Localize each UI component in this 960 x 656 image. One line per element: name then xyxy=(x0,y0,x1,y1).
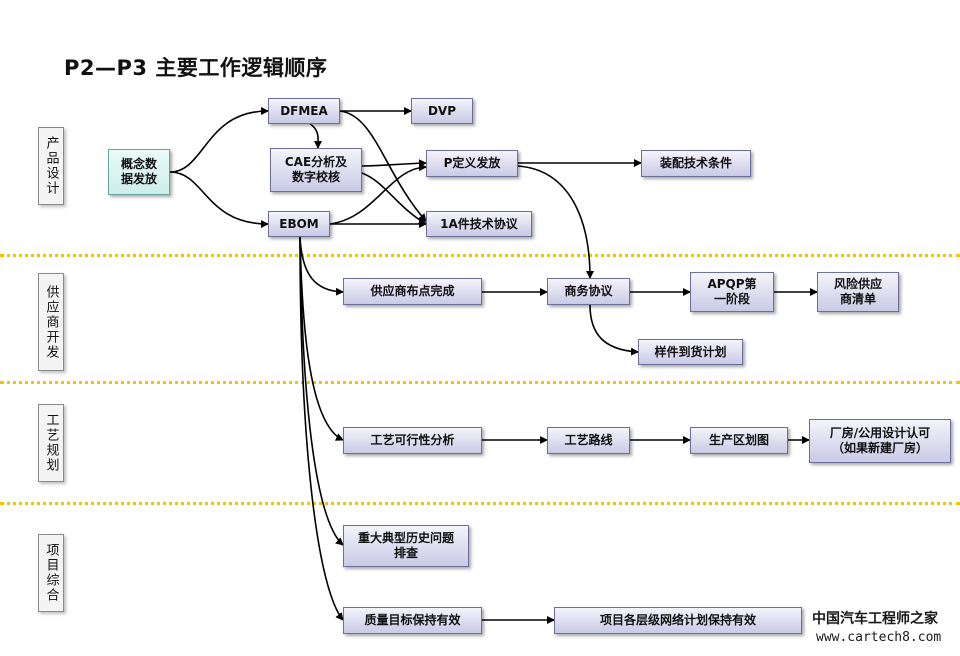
lane-supplier-development: 供应商开发 xyxy=(38,273,64,371)
watermark-text: 中国汽车工程师之家 xyxy=(812,611,938,627)
lane-separator xyxy=(0,254,960,257)
node-production-layout: 生产区划图 xyxy=(690,427,788,454)
node-apqp-phase1: APQP第 一阶段 xyxy=(690,272,774,312)
arrow-cae-pdef xyxy=(361,159,427,168)
node-risk-supplier-list: 风险供应 商清单 xyxy=(817,272,899,312)
node-process-route: 工艺路线 xyxy=(547,427,630,454)
arrow-dfmea-tech1a xyxy=(339,110,427,222)
arrow-cae-tech1a xyxy=(361,172,427,225)
node-dfmea: DFMEA xyxy=(268,98,340,124)
node-commercial-agreement: 商务协议 xyxy=(547,278,630,305)
node-ebom: EBOM xyxy=(268,211,330,237)
arrow-concept-dfmea xyxy=(169,107,269,173)
arrow-dfmea-cae xyxy=(309,123,323,149)
node-p-definition-release: P定义发放 xyxy=(426,150,518,177)
node-network-plan: 项目各层级网络计划保持有效 xyxy=(554,607,802,634)
lane-separator xyxy=(0,502,960,505)
node-quality-target: 质量目标保持有效 xyxy=(343,607,482,634)
lane-process-planning: 工艺规划 xyxy=(38,404,64,482)
node-process-feasibility: 工艺可行性分析 xyxy=(343,427,482,454)
node-concept-data-release: 概念数 据发放 xyxy=(108,149,170,195)
node-sample-delivery-plan: 样件到货计划 xyxy=(638,339,743,365)
node-plant-design-approval: 厂房/公用设计认可 （如果新建厂房） xyxy=(809,419,951,463)
arrow-ebom-quality xyxy=(299,236,344,621)
arrow-ebom-history xyxy=(299,236,344,546)
node-dvp: DVP xyxy=(411,98,473,124)
node-assembly-tech-conditions: 装配技术条件 xyxy=(641,150,751,177)
lane-separator xyxy=(0,381,960,384)
watermark-url: www.cartech8.com xyxy=(816,630,942,645)
lane-product-design: 产品设计 xyxy=(38,127,64,205)
node-1a-tech-agreement: 1A件技术协议 xyxy=(426,211,532,237)
node-cae-analysis: CAE分析及 数字校核 xyxy=(270,148,362,192)
page-title: P2—P3 主要工作逻辑顺序 xyxy=(64,56,328,80)
arrow-concept-ebom xyxy=(169,171,269,228)
lane-project-integration: 项目综合 xyxy=(38,534,64,612)
node-supplier-site-complete: 供应商布点完成 xyxy=(343,278,482,305)
node-historical-issue-check: 重大典型历史问题 排查 xyxy=(343,525,469,567)
arrow-ebom-supplier xyxy=(299,236,344,296)
arrow-commercial-sample xyxy=(589,304,639,356)
arrow-pdef-commercial xyxy=(517,165,594,279)
arrow-ebom-pdef xyxy=(329,163,427,225)
